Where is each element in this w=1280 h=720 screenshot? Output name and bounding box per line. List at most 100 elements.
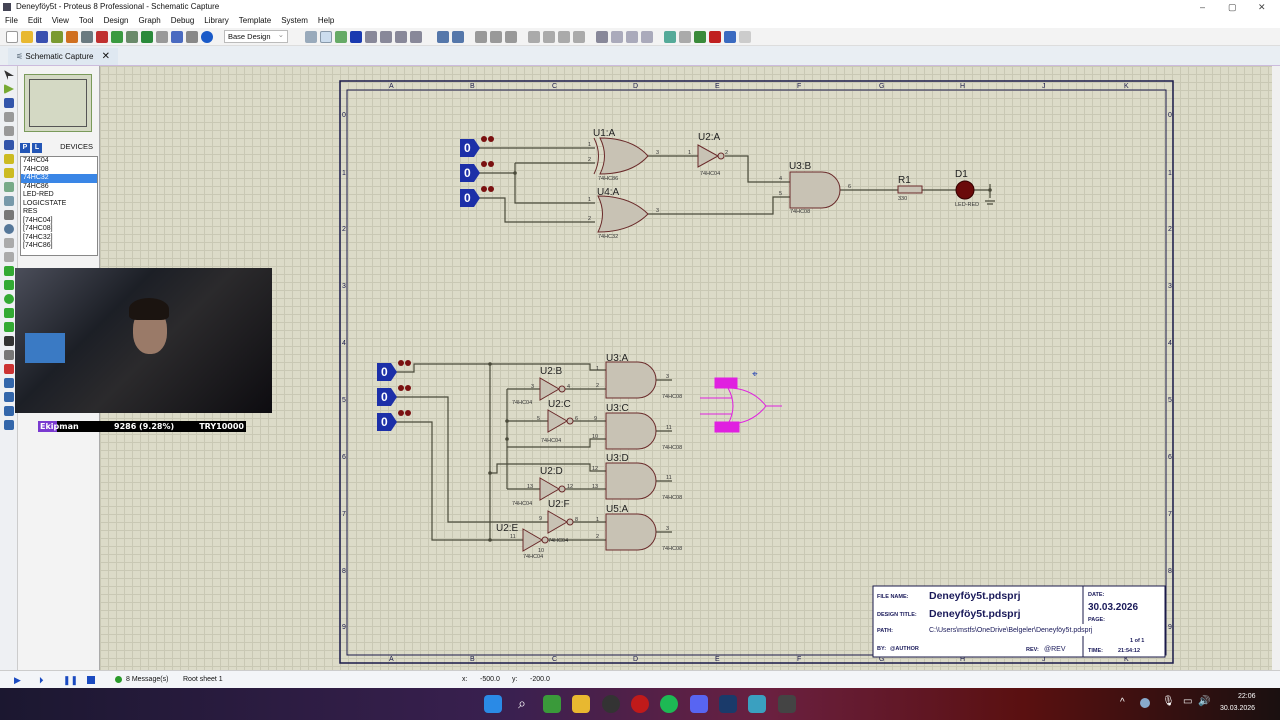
device-pins-icon[interactable] <box>4 182 14 192</box>
clock-time[interactable]: 22:06 <box>1238 693 1256 700</box>
pick-device-icon[interactable] <box>596 30 608 43</box>
tray-app-icon[interactable] <box>1140 698 1150 708</box>
variant-select[interactable]: Base Design <box>224 29 288 43</box>
logic-state[interactable]: 0 <box>460 161 494 182</box>
not-gate-u2e[interactable] <box>522 528 543 552</box>
schematic-icon[interactable] <box>81 30 93 43</box>
open-folder-icon[interactable] <box>21 30 33 43</box>
box-icon[interactable] <box>4 280 14 290</box>
make-device-icon[interactable] <box>611 30 623 43</box>
device-item[interactable]: [74HC32] <box>23 233 53 241</box>
3d-icon[interactable] <box>111 30 123 43</box>
import-icon[interactable] <box>51 30 63 43</box>
placing-or-gate-ghost[interactable] <box>700 377 782 433</box>
arc-icon[interactable] <box>4 308 14 318</box>
volume-icon[interactable]: 🔊 <box>1198 696 1211 707</box>
clock-date[interactable]: 30.03.2026 <box>1220 705 1256 712</box>
device-list[interactable]: 74HC04 74HC08 74HC32 74HC86 LED-RED LOGI… <box>20 156 98 256</box>
tray-chevron-icon[interactable]: ^ <box>1120 697 1125 708</box>
selection-mode-icon[interactable] <box>4 70 14 80</box>
symbol-icon[interactable] <box>4 350 14 360</box>
grid-toggle-icon[interactable] <box>320 30 332 43</box>
menu-tool[interactable]: Tool <box>78 16 94 25</box>
and-gate-u3a[interactable] <box>605 361 657 399</box>
device-item-selected[interactable]: 74HC32 <box>21 174 97 183</box>
xor-gate-u1a[interactable] <box>599 137 649 175</box>
netlist-icon[interactable] <box>739 30 751 43</box>
home-icon[interactable] <box>66 30 78 43</box>
zoom-area-icon[interactable] <box>410 30 422 43</box>
not-gate-u2a[interactable] <box>697 144 720 168</box>
wire-label-icon[interactable] <box>4 112 14 122</box>
discord-icon[interactable] <box>690 695 708 713</box>
pcb-icon[interactable] <box>96 30 108 43</box>
instrument-icon[interactable] <box>4 252 14 262</box>
exit-sheet-icon[interactable] <box>724 30 736 43</box>
packaging-icon[interactable] <box>626 30 638 43</box>
menu-library[interactable]: Library <box>204 16 229 25</box>
overview-window[interactable] <box>24 74 92 132</box>
tab-schematic-capture[interactable]: ⚟ Schematic Capture ✕ <box>8 48 119 65</box>
marker-icon[interactable] <box>4 364 14 374</box>
source-code-icon[interactable] <box>171 30 183 43</box>
menu-edit[interactable]: Edit <box>27 16 42 25</box>
zoom-out-icon[interactable] <box>380 30 392 43</box>
led-d1[interactable] <box>955 180 975 200</box>
logic-state[interactable]: 0 <box>377 410 411 431</box>
search-tag-icon[interactable] <box>679 30 691 43</box>
rotate-cw-icon[interactable] <box>4 378 14 388</box>
decompose-icon[interactable] <box>641 30 653 43</box>
subcircuit-icon[interactable] <box>4 154 14 164</box>
origin-icon[interactable] <box>335 30 347 43</box>
stop-button[interactable] <box>87 676 95 684</box>
device-item[interactable]: [74HC04] <box>23 216 53 224</box>
block-copy-icon[interactable] <box>528 30 540 43</box>
app-icon-green[interactable] <box>543 695 561 713</box>
file-explorer-icon[interactable] <box>572 695 590 713</box>
device-item[interactable]: RES <box>23 208 38 215</box>
not-gate-u2d[interactable] <box>539 477 560 501</box>
generator-icon[interactable] <box>4 224 14 234</box>
zoom-in-icon[interactable] <box>365 30 377 43</box>
search-icon[interactable]: ⌕ <box>518 695 526 711</box>
spotify-icon[interactable] <box>660 695 678 713</box>
logic-state[interactable]: 0 <box>377 360 411 381</box>
close-button[interactable]: ✕ <box>1258 2 1266 12</box>
menu-graph[interactable]: Graph <box>138 16 161 25</box>
menu-debug[interactable]: Debug <box>170 16 195 25</box>
menu-system[interactable]: System <box>281 16 308 25</box>
opera-icon[interactable] <box>631 695 649 713</box>
pan-icon[interactable] <box>350 30 362 43</box>
device-item[interactable]: [74HC86] <box>23 242 53 249</box>
and-gate-u3d[interactable] <box>605 462 657 500</box>
obs-icon[interactable] <box>602 695 620 713</box>
browser-icon[interactable] <box>748 695 766 713</box>
and-gate-u5a[interactable] <box>605 513 657 551</box>
mirror-x-icon[interactable] <box>4 406 14 416</box>
line-icon[interactable] <box>4 266 14 276</box>
gerber-icon[interactable] <box>126 30 138 43</box>
property-tool-icon[interactable] <box>694 30 706 43</box>
graph-icon[interactable] <box>4 196 14 206</box>
library-manager-button[interactable]: L <box>32 143 42 153</box>
device-item[interactable]: [74HC08] <box>23 225 53 232</box>
resistor-r1[interactable] <box>897 185 923 194</box>
cut-icon[interactable] <box>475 30 487 43</box>
text-icon[interactable] <box>4 336 14 346</box>
device-item[interactable]: LED-RED <box>23 191 54 198</box>
messages-count[interactable]: 8 Message(s) <box>126 676 169 683</box>
terminals-icon[interactable] <box>4 168 14 178</box>
bom-icon[interactable] <box>141 30 153 43</box>
start-icon[interactable] <box>484 695 502 713</box>
and-gate-u3b[interactable] <box>789 171 841 209</box>
device-item[interactable]: LOGICSTATE <box>23 199 67 207</box>
menu-template[interactable]: Template <box>238 16 272 25</box>
junction-dot-icon[interactable] <box>4 98 14 108</box>
block-rotate-icon[interactable] <box>558 30 570 43</box>
maximize-button[interactable]: ▢ <box>1228 2 1237 12</box>
network-icon[interactable]: ▭ <box>1183 696 1193 707</box>
undo-icon[interactable] <box>437 30 449 43</box>
microphone-icon[interactable]: 🎙 <box>1162 696 1175 707</box>
menu-view[interactable]: View <box>51 16 69 25</box>
logic-state[interactable]: 0 <box>377 385 411 406</box>
